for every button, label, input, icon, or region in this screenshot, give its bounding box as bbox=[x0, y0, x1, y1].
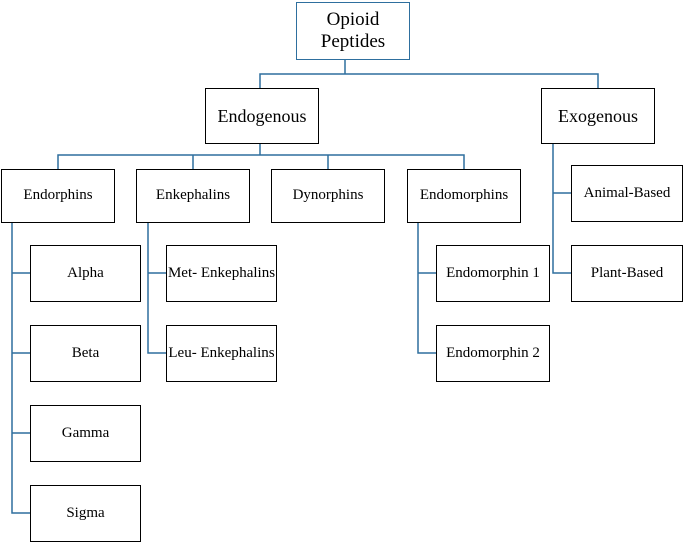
node-sigma: Sigma bbox=[30, 485, 141, 542]
node-exogenous-label: Exogenous bbox=[558, 105, 638, 126]
root-label-line2: Peptides bbox=[320, 31, 386, 52]
node-met-enkephalins-label: Met- Enkephalins bbox=[167, 264, 276, 281]
node-gamma-label: Gamma bbox=[61, 424, 110, 441]
node-endomorphin-2-label: Endomorphin 2 bbox=[446, 344, 540, 361]
node-endomorphin-1: Endomorphin 1 bbox=[436, 245, 550, 302]
node-leu-enkephalins-label: Leu- Enkephalins bbox=[168, 344, 275, 361]
node-dynorphins-label: Dynorphins bbox=[292, 187, 364, 204]
root-label-line1: Opioid bbox=[326, 9, 380, 31]
node-enkephalins-label: Enkephalins bbox=[155, 187, 231, 204]
node-endomorphin-1-label: Endomorphin 1 bbox=[446, 264, 540, 281]
node-sigma-label: Sigma bbox=[66, 504, 105, 521]
node-gamma: Gamma bbox=[30, 405, 141, 462]
node-animal-based-label: Animal-Based bbox=[583, 184, 671, 201]
node-alpha-label: Alpha bbox=[67, 264, 104, 281]
node-alpha: Alpha bbox=[30, 245, 141, 302]
node-plant-based-label: Plant-Based bbox=[590, 264, 664, 281]
node-animal-based: Animal-Based bbox=[571, 165, 683, 222]
node-beta: Beta bbox=[30, 325, 141, 382]
node-exogenous: Exogenous bbox=[541, 88, 655, 144]
node-endorphins-label: Endorphins bbox=[23, 187, 93, 204]
node-leu-enkephalins: Leu- Enkephalins bbox=[166, 325, 277, 382]
connector-exogenous-trunk bbox=[552, 144, 571, 274]
node-beta-label: Beta bbox=[71, 344, 100, 361]
node-met-enkephalins: Met- Enkephalins bbox=[166, 245, 277, 302]
node-endogenous: Endogenous bbox=[205, 88, 319, 144]
connector-endomorphins-trunk bbox=[417, 223, 436, 354]
node-endomorphins: Endomorphins bbox=[407, 169, 521, 223]
connector-enkephalins-trunk bbox=[147, 223, 166, 354]
node-dynorphins: Dynorphins bbox=[271, 169, 385, 223]
node-enkephalins: Enkephalins bbox=[136, 169, 250, 223]
node-endogenous-label: Endogenous bbox=[217, 105, 307, 126]
node-endomorphin-2: Endomorphin 2 bbox=[436, 325, 550, 382]
connector-endorphins-trunk bbox=[11, 223, 30, 514]
node-endomorphins-label: Endomorphins bbox=[419, 187, 509, 204]
node-plant-based: Plant-Based bbox=[571, 245, 683, 302]
connector-endogenous-bus bbox=[57, 154, 465, 169]
root-opioid-peptides: Opioid Peptides bbox=[296, 2, 410, 60]
node-endorphins: Endorphins bbox=[1, 169, 115, 223]
connector-root bbox=[259, 73, 599, 88]
